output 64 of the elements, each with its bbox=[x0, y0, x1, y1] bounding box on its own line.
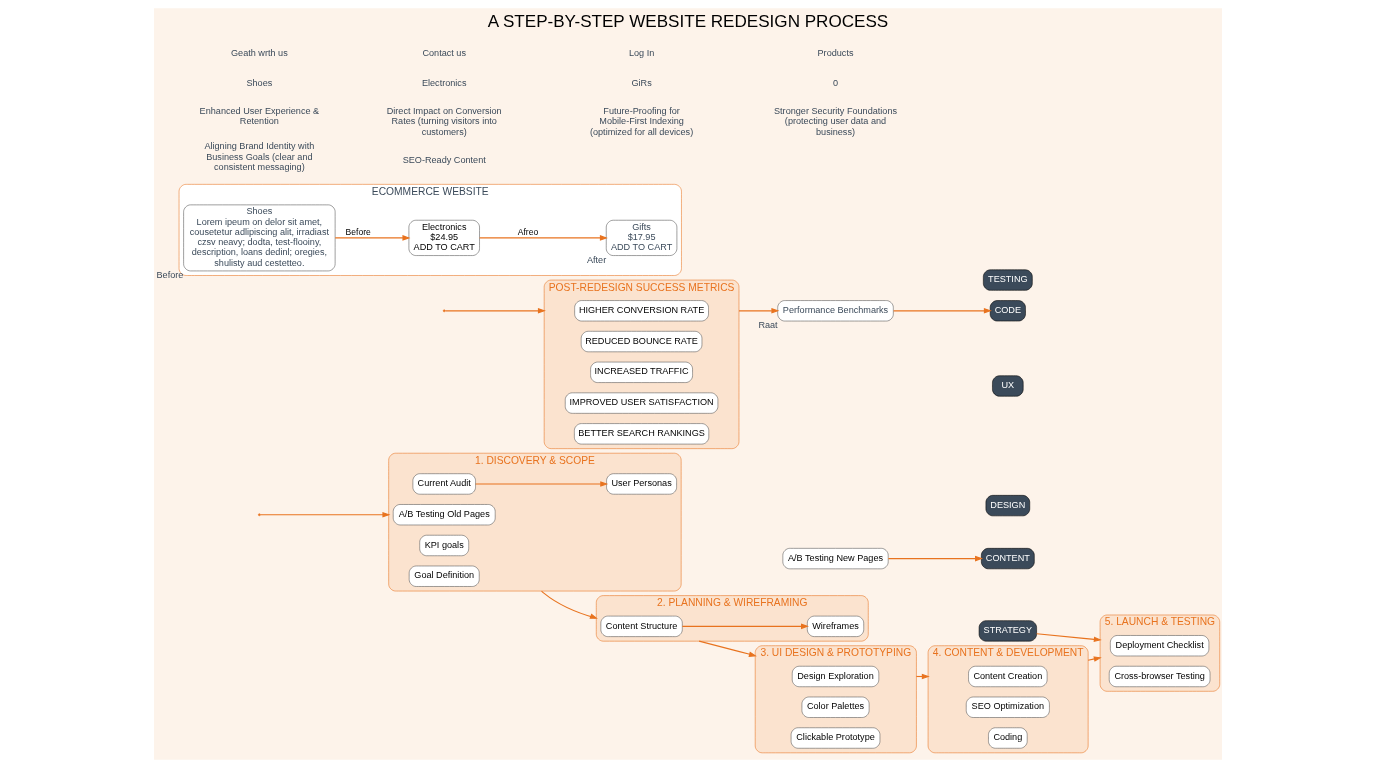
label: Stronger Security Foundations (protecting user data and business) bbox=[774, 106, 898, 137]
arrow bbox=[475, 481, 609, 487]
node-box: Shoes Lorem ipeum on delor sit amet, cousetetur adlipiscing alit, irradiast czsv neavy; dodta, test-flooiny, description, loans dedinl; oregies, shulisty aud cestetteo. bbox=[183, 204, 336, 272]
arrow bbox=[698, 640, 757, 657]
node-box: Coding bbox=[988, 727, 1028, 749]
label: Electronics bbox=[421, 78, 467, 89]
label: Aligning Brand Identity with Business Goals (clear and consistent messaging) bbox=[204, 141, 315, 172]
node-box: Deployment Checklist bbox=[1110, 635, 1210, 657]
label: Future-Proofing for Mobile-First Indexing (optimized for all devices) bbox=[589, 106, 694, 137]
node-box: BETTER SEARCH RANKINGS bbox=[574, 423, 710, 445]
label: 0 bbox=[832, 78, 839, 89]
node-box: HIGHER CONVERSION RATE bbox=[574, 300, 709, 322]
arrow bbox=[887, 555, 983, 562]
node-box: UX bbox=[992, 375, 1024, 397]
node-box: KPI goals bbox=[419, 534, 469, 556]
arrow bbox=[540, 590, 598, 619]
node-box: Content Structure bbox=[600, 615, 683, 637]
label: Enhanced User Experience & Retention bbox=[199, 106, 320, 127]
arrow bbox=[1036, 633, 1102, 643]
node-box: IMPROVED USER SATISFACTION bbox=[564, 392, 719, 414]
node-box: TESTING bbox=[983, 269, 1033, 291]
node-box: REDUCED BOUNCE RATE bbox=[580, 331, 703, 353]
label: Contact us bbox=[422, 47, 466, 58]
label: Shoes bbox=[246, 78, 273, 89]
node-box: A/B Testing New Pages bbox=[782, 548, 889, 570]
node-box: INCREASED TRAFFIC bbox=[590, 361, 693, 383]
arrow bbox=[893, 308, 992, 314]
node-box: User Personas bbox=[606, 473, 677, 495]
arrow bbox=[1087, 656, 1102, 662]
arrow bbox=[444, 308, 546, 314]
edge-label: Before bbox=[345, 227, 371, 238]
edge-label: Afreo bbox=[517, 227, 539, 238]
arrow bbox=[259, 511, 391, 518]
node-box: Performance Benchmarks bbox=[777, 300, 894, 322]
node-box: Current Audit bbox=[412, 473, 476, 495]
label: Products bbox=[817, 47, 854, 58]
node-box: Wireframes bbox=[807, 615, 864, 637]
node-box: Electronics $24.95 ADD TO CART bbox=[408, 219, 480, 256]
node-box: Content Creation bbox=[968, 665, 1048, 688]
arrow bbox=[738, 308, 780, 314]
label: Direct Impact on Conversion Rates (turning visitors into customers) bbox=[386, 106, 502, 137]
node-label: After bbox=[586, 254, 607, 265]
arrow bbox=[681, 623, 809, 630]
arrow bbox=[479, 235, 608, 241]
node-box: CODE bbox=[989, 300, 1026, 322]
node-box: STRATEGY bbox=[978, 620, 1037, 642]
label: SEO-Ready Content bbox=[402, 154, 486, 165]
node-box: A/B Testing Old Pages bbox=[392, 504, 496, 526]
node-box: CONTENT bbox=[981, 548, 1035, 570]
node-box: Design Exploration bbox=[791, 665, 880, 688]
node-box: Clickable Prototype bbox=[790, 727, 881, 749]
label: Geath wrth us bbox=[231, 47, 288, 58]
diagram-title: A STEP-BY-STEP WEBSITE REDESIGN PROCESS bbox=[487, 11, 889, 31]
arrow bbox=[334, 235, 411, 241]
label: Log In bbox=[628, 47, 655, 58]
node-box: DESIGN bbox=[985, 495, 1031, 517]
node-box: Goal Definition bbox=[408, 565, 480, 587]
node-box: SEO Optimization bbox=[965, 696, 1050, 718]
node-box: Gifts $17.95 ADD TO CART bbox=[605, 219, 678, 256]
node-label: Before bbox=[156, 270, 184, 281]
node-box: Color Palettes bbox=[801, 696, 870, 718]
node-box: Cross-browser Testing bbox=[1108, 665, 1211, 688]
node-label: Raat bbox=[758, 320, 778, 331]
label: GiRs bbox=[631, 78, 652, 89]
